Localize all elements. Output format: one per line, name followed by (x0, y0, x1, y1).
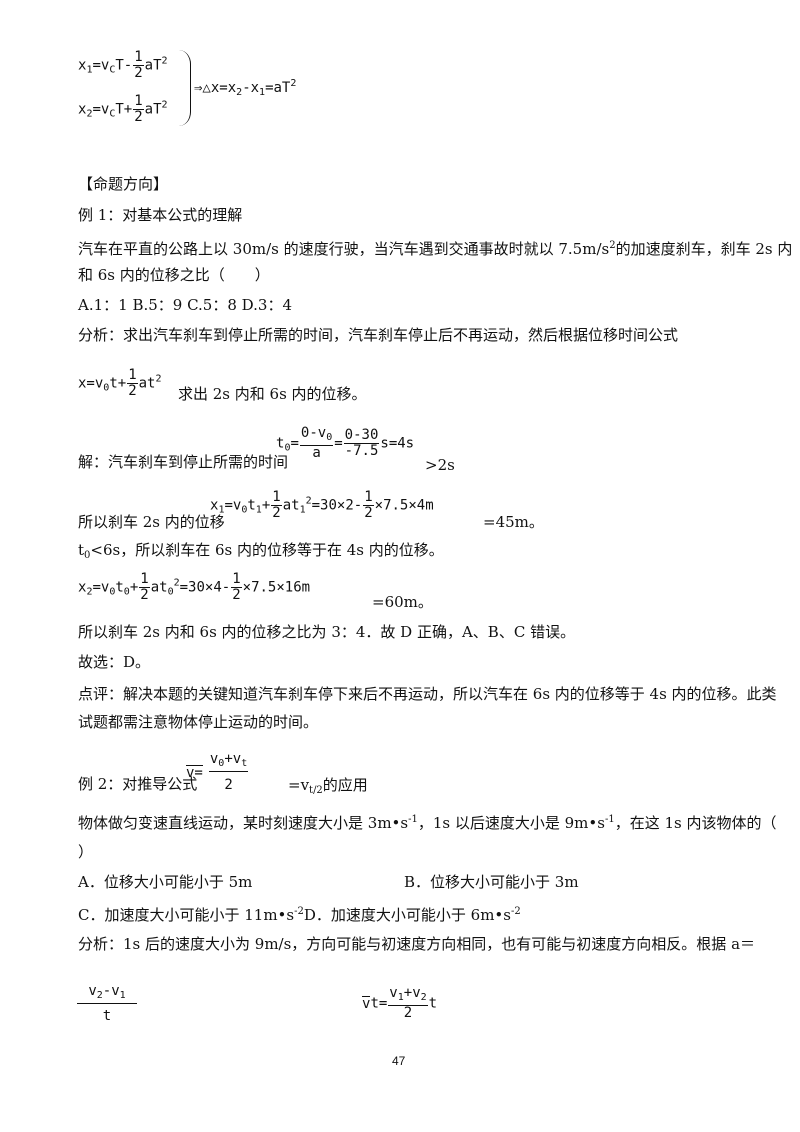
displacement-2s-label: 所以刹车 2s 内的位移 (78, 513, 225, 531)
stop-time-tail: >2s (425, 456, 455, 474)
example1-question-line1: 汽车在平直的公路上以 30m/s 的速度行驶，当汽车遇到交通事故时就以 7.5m… (78, 240, 793, 258)
example2-title: 例 2：对推导公式 (78, 775, 198, 793)
example2-question-line2: ） (78, 843, 94, 861)
t0-comparison: t0<6s，所以刹车在 6s 内的位移等于在 4s 内的位移。 (78, 541, 444, 561)
example2-question-line1: 物体做匀变速直线运动，某时刻速度大小是 3m•s-1，1s 以后速度大小是 9m… (78, 814, 777, 832)
example1-title: 例 1：对基本公式的理解 (78, 206, 243, 224)
example1-options: A.1：1 B.5：9 C.5：8 D.3：4 (78, 296, 293, 314)
displacement-2s-result: =45m。 (483, 513, 544, 531)
example2-option-cd: C．加速度大小可能小于 11m•s-2D．加速度大小可能小于 6m•s-2 (78, 906, 521, 924)
ratio-conclusion: 所以刹车 2s 内和 6s 内的位移之比为 3：4．故 D 正确，A、B、C 错… (78, 623, 576, 641)
displacement-6s-result: =60m。 (372, 593, 433, 611)
example1-answer: 故选：D。 (78, 653, 151, 671)
example1-question-line2: 和 6s 内的位移之比（ ） (78, 266, 270, 284)
section-heading: 【命题方向】 (78, 175, 169, 193)
average-velocity-tail: =vt/2的应用 (288, 776, 368, 796)
page-number: 47 (392, 1054, 406, 1068)
formula-tail-text: 求出 2s 内和 6s 内的位移。 (178, 385, 367, 403)
example2-option-a: A．位移大小可能小于 5m (78, 873, 253, 891)
solution-label: 解：汽车刹车到停止所需的时间 (78, 453, 289, 471)
example2-analysis: 分析：1s 后的速度大小为 9m/s，方向可能与初速度方向相同，也有可能与初速度… (78, 935, 756, 953)
example1-analysis: 分析：求出汽车刹车到停止所需的时间，汽车刹车停止后不再运动，然后根据位移时间公式 (78, 326, 679, 344)
curly-brace (178, 50, 191, 126)
example2-option-b: B．位移大小可能小于 3m (404, 873, 579, 891)
example1-comment-line1: 点评：解决本题的关键知道汽车刹车停下来后不再运动，所以汽车在 6s 内的位移等于… (78, 685, 777, 703)
equation-result: ⇒△x=x2-x1=aT2 (194, 78, 297, 98)
example1-comment-line2: 试题都需注意物体停止运动的时间。 (78, 713, 319, 731)
